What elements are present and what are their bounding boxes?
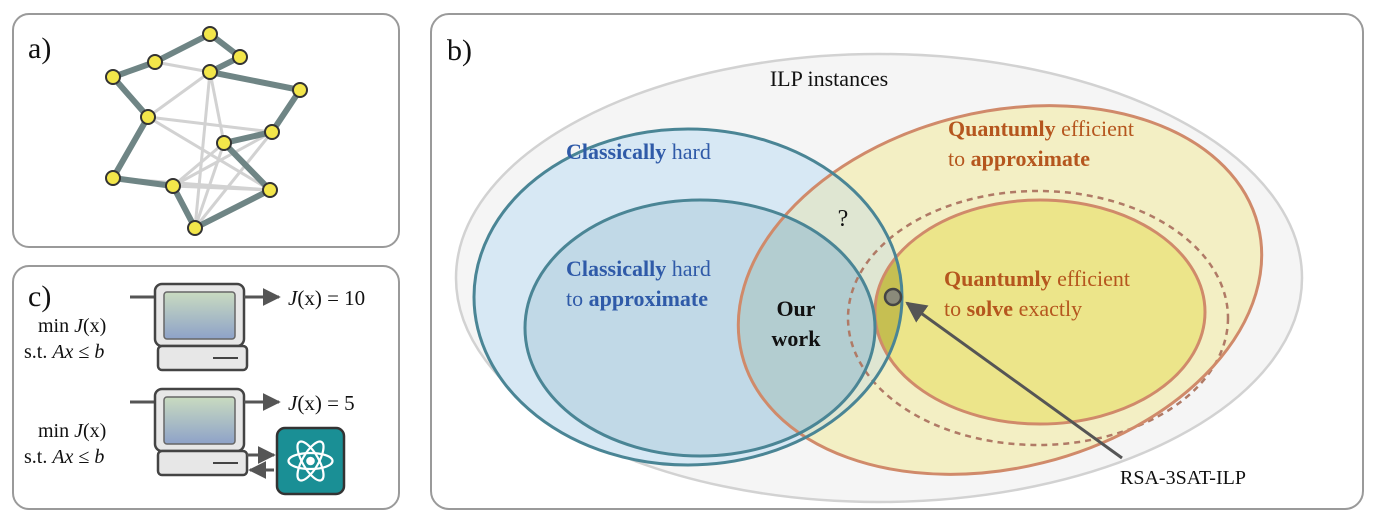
classical-hard-label: Classically hard <box>566 139 711 164</box>
quantum-approx-outline <box>736 104 1264 476</box>
graph-node <box>165 178 181 194</box>
quantum-exact-label-line1: Quantumly efficient <box>944 266 1130 291</box>
graph-node <box>216 135 232 151</box>
classical-approx-outline <box>523 198 877 458</box>
classical-approx-label-line2: to approximate <box>566 286 708 311</box>
panel-c: c) min J(x) s.t. Ax ≤ b J(x) = 10 min J(… <box>12 265 400 510</box>
problem-bottom-constraint: s.t. Ax ≤ b <box>24 446 104 468</box>
our-work-label-line2: work <box>772 326 822 351</box>
graph-nodes <box>105 26 308 236</box>
pointer-arrow <box>905 301 1123 460</box>
panel-a: a) <box>12 13 400 248</box>
atom-icon <box>287 440 334 482</box>
panel-c-label: c) <box>28 280 51 313</box>
pointer-label: RSA-3SAT-ILP <box>1120 467 1246 489</box>
quantum-approx-label-line1: Quantumly efficient <box>948 116 1134 141</box>
question-mark: ? <box>838 206 849 232</box>
quantum-computer <box>275 426 346 496</box>
graph-node <box>147 54 163 70</box>
graph-node <box>140 109 156 125</box>
quantum-exact-label-line2: to solve exactly <box>944 296 1082 321</box>
graph-node <box>264 124 280 140</box>
graph-node <box>105 170 121 186</box>
graph-dark-edges <box>110 31 303 231</box>
ilp-instances-label: ILP instances <box>770 66 888 91</box>
graph-node <box>187 220 203 236</box>
panel-a-label: a) <box>28 32 51 65</box>
classical-computer-bottom <box>130 387 281 479</box>
dashed-boundary <box>846 189 1230 447</box>
our-work-label-line1: Our <box>776 296 815 321</box>
quantum-approx-label-line2: to approximate <box>948 146 1090 171</box>
quantum-exact-region <box>875 200 1205 424</box>
graph-node <box>262 182 278 198</box>
graph-node <box>202 64 218 80</box>
output-bottom: J(x) = 5 <box>288 391 355 415</box>
graph-node <box>292 82 308 98</box>
graph-node <box>202 26 218 42</box>
graph-node <box>105 69 121 85</box>
problem-top-min: min J(x) <box>38 315 106 337</box>
graph <box>105 26 308 236</box>
classical-approx-label-line1: Classically hard <box>566 256 711 281</box>
graph-node <box>232 49 248 65</box>
panel-b-label: b) <box>447 34 472 67</box>
output-top: J(x) = 10 <box>288 286 365 310</box>
problem-top-constraint: s.t. Ax ≤ b <box>24 341 104 363</box>
problem-bottom-min: min J(x) <box>38 420 106 442</box>
graph-light-edges <box>112 60 301 229</box>
classical-computer-top <box>130 282 281 372</box>
panel-b: b) ILP instances Cla <box>430 13 1364 510</box>
rsa-3sat-ilp-point <box>883 287 903 307</box>
